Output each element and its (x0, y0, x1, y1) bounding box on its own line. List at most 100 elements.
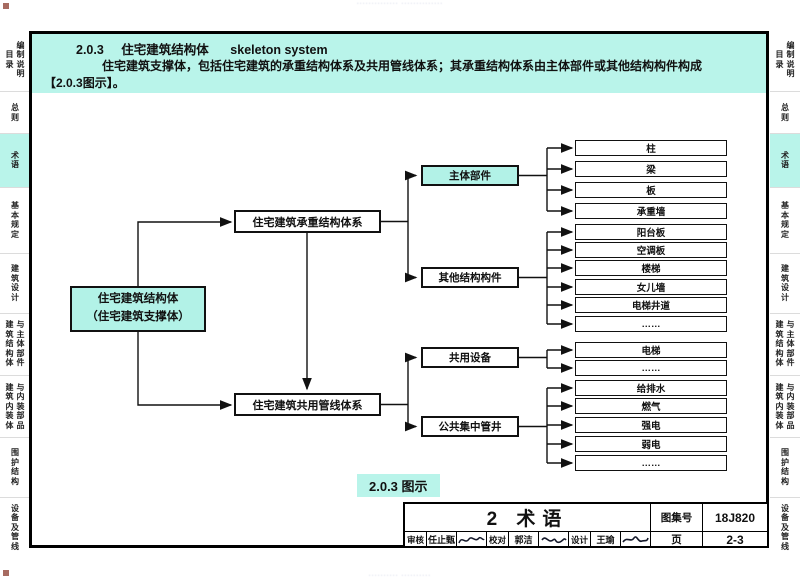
sidebar-item-structure-system: 与主体部件 建筑结构体 (770, 312, 800, 375)
leaf-slab: 板 (575, 182, 727, 198)
node-category-public-shafts: 公共集中管井 (421, 416, 519, 437)
signature-scribble (622, 535, 649, 543)
leaf-balcony-slab: 阳台板 (575, 224, 727, 240)
sidebar-item-catalog: 编制说明 目录 (0, 28, 30, 92)
sidebar-item-terms: 术语 (770, 133, 800, 187)
tab-label: 与内装部品 (16, 382, 25, 430)
page-number: 2-3 (726, 532, 744, 547)
atlas-number-label: 图集号 (651, 504, 703, 531)
watermark-top: ·············· ·············· (356, 1, 444, 7)
sidebar-item-interior-system: 与内装部品 建筑内装体 (0, 374, 30, 437)
leaf-column: 柱 (575, 140, 727, 156)
corner-mark-bottom-left (3, 570, 9, 576)
proof-signature (539, 532, 569, 547)
sidebar-item-interior-system: 与内装部品 建筑内装体 (770, 374, 800, 437)
leaf-beam: 梁 (575, 161, 727, 177)
sidebar-item-envelope: 围护结构 (770, 436, 800, 497)
sidebar-item-terms: 术语 (0, 133, 30, 187)
sidebar-item-general: 总则 (770, 91, 800, 134)
sidebar-right: 编制说明 目录 总则 术语 基本规定 建筑设计 与主体部件 建筑结构体 与内装部… (770, 28, 800, 557)
tab-label: 与主体部件 (786, 320, 795, 368)
tab-label: 编制说明 (16, 40, 25, 79)
watermark-bottom: ·········· ·········· (368, 573, 432, 579)
sidebar-item-envelope: 围护结构 (0, 436, 30, 497)
term-name: 住宅建筑结构体 (121, 43, 209, 57)
tab-label: 术语 (11, 150, 19, 170)
leaf-weak-power: 弱电 (575, 436, 727, 452)
tab-label: 建筑内装体 (5, 382, 14, 430)
tab-label: 设备及管线 (781, 503, 789, 551)
leaf-water-drainage: 给排水 (575, 380, 727, 396)
leaf-ac-slab: 空调板 (575, 242, 727, 258)
audit-label: 审核 (405, 532, 427, 547)
tab-label: 与内装部品 (786, 382, 795, 430)
figure-caption: 2.0.3 图示 (357, 474, 440, 497)
tab-label: 建筑设计 (11, 264, 19, 302)
title-block: 2 术语 图集号 18J820 审核 任止甄 校对 郭洁 设计 王瑜 (403, 502, 769, 548)
tab-label: 总则 (781, 103, 789, 122)
design-signature (621, 532, 651, 547)
tab-label: 建筑设计 (781, 264, 789, 302)
tab-label: 目录 (775, 50, 784, 69)
section-title: 2 术语 (405, 504, 651, 531)
leaf-elevator: 电梯 (575, 342, 727, 358)
node-root-line1: 住宅建筑结构体 (97, 293, 179, 306)
tab-label: 建筑结构体 (775, 320, 784, 368)
tab-label: 设备及管线 (11, 503, 19, 551)
leaf-loadbearing-wall: 承重墙 (575, 203, 727, 219)
node-shared-pipeline-system: 住宅建筑共用管线体系 (234, 393, 381, 416)
node-root-line2: （住宅建筑支撑体） (86, 311, 190, 323)
audit-name: 任止甄 (427, 532, 457, 547)
term-title-line: 2.0.3 住宅建筑结构体 skeleton system (76, 39, 328, 58)
tab-label: 建筑内装体 (775, 382, 784, 430)
corner-mark-top-left (3, 3, 9, 9)
leaf-ellipsis: …… (575, 360, 727, 376)
node-root-skeleton-system: 住宅建筑结构体 （住宅建筑支撑体） (70, 286, 206, 332)
atlas-number-value: 18J820 (714, 510, 756, 525)
tab-label: 围护结构 (781, 448, 789, 486)
leaf-gas: 燃气 (575, 398, 727, 414)
leaf-ellipsis: …… (575, 316, 727, 332)
node-loadbearing-system: 住宅建筑承重结构体系 (234, 210, 381, 233)
tab-label: 基本规定 (781, 201, 789, 239)
sidebar-item-general: 总则 (0, 91, 30, 134)
proof-name: 郭洁 (509, 532, 539, 547)
sidebar-item-arch-design: 建筑设计 (0, 252, 30, 313)
term-code: 2.0.3 (76, 43, 104, 57)
node-category-shared-equipment: 共用设备 (421, 347, 519, 368)
sidebar-item-basic-rules: 基本规定 (770, 186, 800, 253)
tab-label: 术语 (781, 150, 789, 170)
term-name-english: skeleton system (230, 43, 328, 57)
proof-label: 校对 (487, 532, 509, 547)
tab-label: 建筑结构体 (5, 320, 14, 368)
node-category-main-components: 主体部件 (421, 165, 519, 186)
page-label: 页 (651, 532, 703, 547)
sidebar-item-mep: 设备及管线 (0, 496, 30, 557)
tab-label: 总则 (11, 103, 19, 122)
design-label: 设计 (569, 532, 591, 547)
leaf-stair: 楼梯 (575, 260, 727, 276)
sidebar-item-structure-system: 与主体部件 建筑结构体 (0, 312, 30, 375)
sidebar-item-mep: 设备及管线 (770, 496, 800, 557)
term-definition-ref: 【2.0.3图示】。 (44, 76, 125, 90)
sidebar-item-catalog: 编制说明 目录 (770, 28, 800, 92)
leaf-ellipsis: …… (575, 455, 727, 471)
term-header: 2.0.3 住宅建筑结构体 skeleton system 住宅建筑支撑体，包括… (32, 34, 766, 93)
sidebar-left: 编制说明 目录 总则 术语 基本规定 建筑设计 与主体部件 建筑结构体 与内装部… (0, 28, 30, 557)
leaf-strong-power: 强电 (575, 417, 727, 433)
leaf-elevator-shaft: 电梯井道 (575, 297, 727, 313)
leaf-parapet: 女儿墙 (575, 279, 727, 295)
tab-label: 基本规定 (11, 201, 19, 239)
signature-scribble (541, 536, 567, 543)
sidebar-item-basic-rules: 基本规定 (0, 186, 30, 253)
tab-label: 围护结构 (11, 448, 19, 486)
tab-label: 目录 (5, 50, 14, 69)
audit-signature (457, 532, 487, 547)
tab-label: 编制说明 (786, 40, 795, 79)
node-category-other-structural: 其他结构构件 (421, 267, 519, 288)
signature-scribble (458, 536, 485, 543)
term-definition: 住宅建筑支撑体，包括住宅建筑的承重结构体系及共用管线体系；其承重结构体系由主体部… (102, 59, 703, 73)
tab-label: 与主体部件 (16, 320, 25, 368)
design-name: 王瑜 (591, 532, 621, 547)
